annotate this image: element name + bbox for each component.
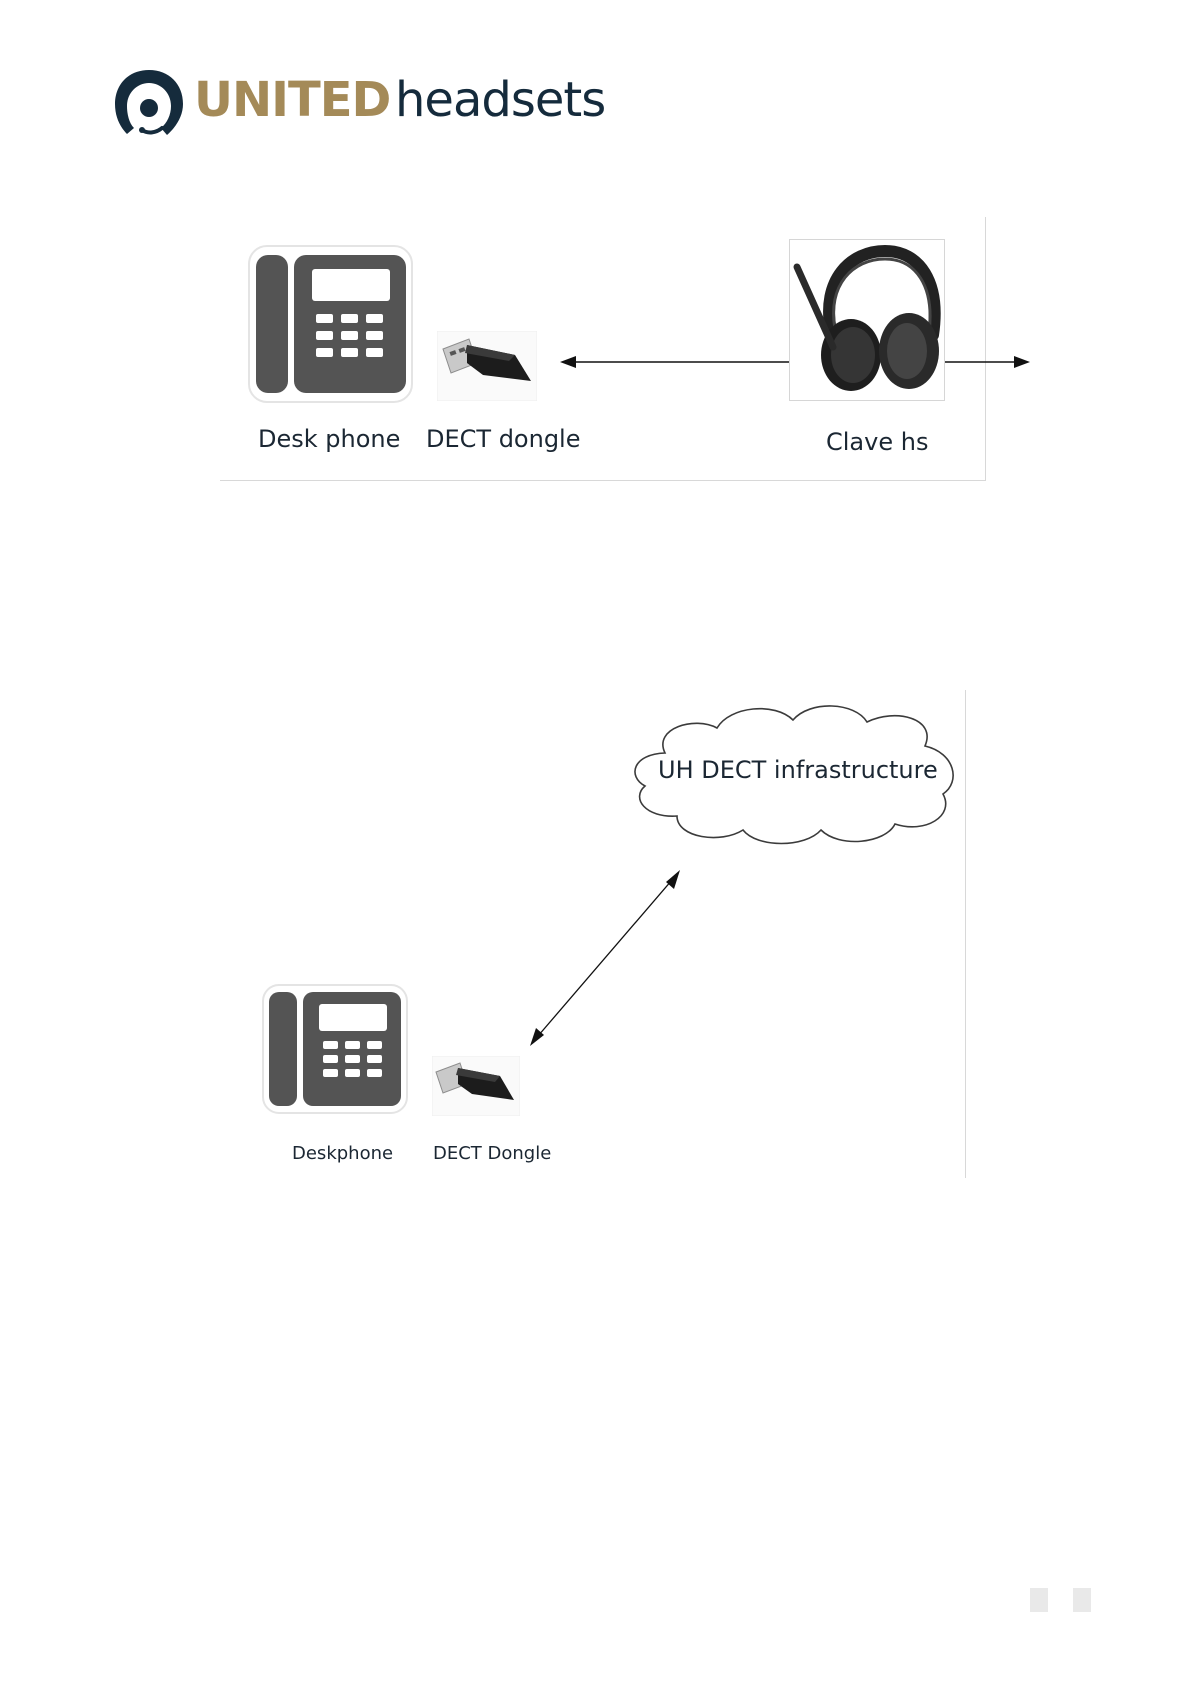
desk-phone-label: Desk phone [258,425,400,453]
headset-icon [789,239,945,401]
deskphone-label: Deskphone [292,1143,393,1164]
double-arrow [530,868,680,1048]
united-headsets-logo: UNITED headsets [112,68,612,138]
usb-dongle-icon [437,331,537,401]
desk-phone-icon [262,984,408,1114]
logo-headset-mark-icon [112,68,186,138]
desk-phone-icon [248,245,413,403]
dect-dongle-label: DECT dongle [426,425,581,453]
dect-dongle-label: DECT Dongle [433,1143,551,1164]
diagram-dongle-to-headset: Desk phone DECT dongle Clave hs [220,217,986,481]
diagram-dongle-to-infrastructure: UH DECT infrastructure Deskphone DECT Do… [240,690,966,1178]
page-number-block [1030,1588,1048,1612]
headset-label: Clave hs [826,428,928,456]
logo-headsets-text: headsets [395,76,605,124]
page-number-block [1073,1588,1091,1612]
logo-united-text: UNITED [194,76,390,124]
usb-dongle-icon [432,1056,520,1116]
cloud-label: UH DECT infrastructure [658,756,938,784]
